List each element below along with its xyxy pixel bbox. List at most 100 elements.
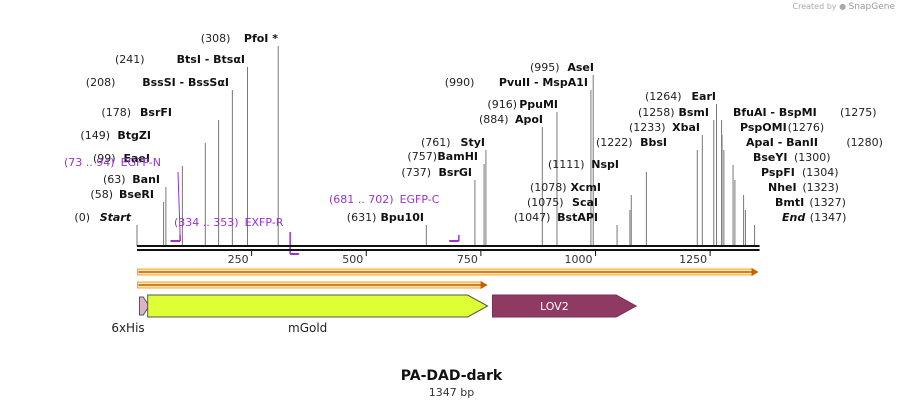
enzyme-position: (1304) [802,166,839,179]
enzyme-site[interactable]: PpuMI(916) [487,98,558,246]
feature-arrow [138,296,150,316]
enzyme-site[interactable]: PspFI (1304) [734,166,839,246]
enzyme-site[interactable]: End(1347) [754,211,847,246]
enzyme-name: BtsI - BtsαI [177,53,245,66]
snapgene-logo-icon: ● [839,2,847,11]
enzyme-site[interactable]: BsrGI(737) [401,166,476,246]
enzyme-position: (1276) [788,121,825,134]
enzyme-name: BsmI [679,106,710,119]
enzyme-position: (1347) [810,211,847,224]
enzyme-name: BamHI [437,150,478,163]
enzyme-name: PspFI [761,166,795,179]
enzyme-name: ScaI [572,196,598,209]
enzyme-name: Bpu10I [381,211,425,224]
enzyme-position: (1075) [527,196,564,209]
primer-egfp-n[interactable]: (73 .. 94)EGFP-N [64,156,181,242]
primer-egfp-c[interactable]: (681 .. 702) EGFP-C [329,193,460,242]
enzyme-site[interactable]: NspI(1111) [548,158,647,246]
enzyme-site[interactable]: EaeI(99) [93,152,183,246]
enzyme-position: (178) [101,106,131,119]
enzyme-name: BseRI [119,188,154,201]
primers: (73 .. 94)EGFP-N (334 .. 353) EXFP-R (681 .… [64,156,460,255]
enzyme-site[interactable]: BseRI (58) [90,188,165,246]
enzyme-position: (995) [530,61,560,74]
enzyme-position: (1047) [514,211,551,224]
enzyme-position: (761) [421,136,451,149]
enzyme-site[interactable]: BstAPI (1047) [514,211,618,246]
enzyme-site[interactable]: BseYI(1300) [732,151,831,246]
map-title: PA-DAD-dark [400,368,503,384]
enzyme-name: ApoI [515,113,543,126]
enzyme-site[interactable]: BtsI - BtsαI (241) [115,53,248,246]
enzyme-name: BsrGI [439,166,472,179]
enzyme-site[interactable]: ScaI (1075) [527,196,631,246]
enzyme-name: PpuMI [519,98,558,111]
enzyme-site[interactable]: BmtI(1327) [744,196,846,246]
snapgene-credit: Created by ● SnapGene [793,2,896,12]
feature-label: 6xHis [111,321,144,335]
features: 6xHis mGold LOV2 [111,294,638,335]
enzyme-name: BtgZI [117,129,151,142]
credit-prefix: Created by [792,2,837,11]
enzyme-site[interactable]: Bpu10I(631) [347,211,427,246]
primer-label: (73 .. 94)EGFP-N [64,156,161,169]
feature-mgold[interactable]: mGold [147,294,489,335]
feature-arrow [492,294,638,318]
primer-range: (334 .. 353) [174,216,239,229]
enzyme-site[interactable]: ApaI - BanII(1280) [723,136,883,246]
enzyme-site[interactable]: BssSI - BssSαI(208) [86,76,233,246]
feature-6xhis[interactable]: 6xHis [111,296,150,335]
enzyme-site[interactable]: XbaI (1233) [629,121,703,246]
primer-label: (334 .. 353) EXFP-R [174,216,284,229]
enzyme-position: (99) [93,152,116,165]
primer-name: EGFP-C [400,193,440,206]
enzyme-position: (208) [86,76,116,89]
enzyme-site[interactable]: EarI(1264) [645,90,718,246]
enzyme-site[interactable]: BbsI(1222) [596,136,698,246]
enzyme-name: NspI [591,158,619,171]
enzyme-site[interactable]: StyI(761) [421,136,487,246]
enzyme-position: (1078) [530,181,567,194]
enzyme-name: PspOMI [740,121,787,134]
feature-label: mGold [288,321,327,335]
enzyme-name: XbaI [672,121,700,134]
enzyme-site[interactable]: NheI(1323) [743,181,839,246]
enzyme-site[interactable]: PspOMI(1276) [721,121,825,246]
feature-lov2[interactable]: LOV2 [492,294,638,318]
enzyme-position: (757) [407,150,437,163]
enzyme-position: (308) [201,32,231,45]
enzyme-position: (0) [74,211,90,224]
enzyme-site[interactable]: Start(0) [74,211,138,246]
enzyme-position: (1258) [638,106,675,119]
enzyme-site[interactable]: ApoI(884) [479,113,543,246]
enzyme-name: PvuII - MspA1I [499,76,588,89]
primer-range: (681 .. 702) [329,193,394,206]
orfs [136,268,759,289]
enzyme-site[interactable]: BtgZI (149) [80,129,206,246]
enzyme-position: (1233) [629,121,666,134]
enzyme-position: (149) [80,129,110,142]
enzyme-name: BanI [132,173,160,186]
enzyme-name: BstAPI [557,211,598,224]
enzyme-name: NheI [768,181,797,194]
ruler-tick-label: 1000 [565,253,593,266]
enzyme-name: EarI [692,90,716,103]
primer-leader [177,171,181,236]
enzyme-position: (1300) [794,151,831,164]
enzyme-site[interactable]: XcmI(1078) [530,181,632,246]
enzyme-site[interactable]: PvuII - MspA1I(990) [445,76,592,246]
enzyme-position: (58) [90,188,113,201]
enzyme-site[interactable]: BamHI(757) [407,150,485,246]
enzyme-site[interactable]: PfoI *(308) [201,32,279,246]
enzyme-site[interactable]: BsmI (1258) [638,106,715,246]
enzyme-position: (241) [115,53,145,66]
enzyme-site[interactable]: AseI(995) [530,61,594,246]
enzyme-site[interactable]: BsrFI(178) [101,106,220,246]
ruler-tick-label: 750 [457,253,478,266]
enzyme-site[interactable]: BanI(63) [103,173,167,246]
enzyme-name: BbsI [640,136,667,149]
primer-name: EXFP-R [245,216,284,229]
primer-exfp-r[interactable]: (334 .. 353) EXFP-R [174,216,299,255]
